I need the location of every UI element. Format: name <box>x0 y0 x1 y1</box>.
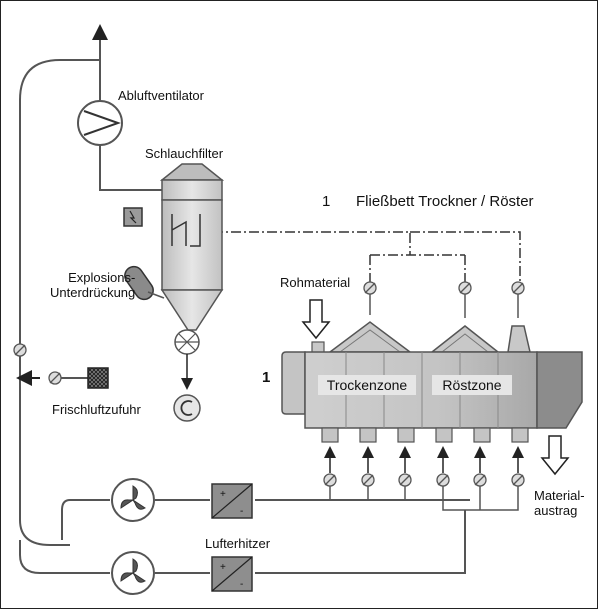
label-dryer-number: 1 <box>262 369 271 386</box>
label-air-heater: Lufterhitzer <box>205 536 271 551</box>
label-bag-filter: Schlauchfilter <box>145 146 224 161</box>
svg-text:-: - <box>240 579 243 590</box>
air-heater-upper-icon: + - <box>211 483 253 519</box>
label-explosion-suppression: Explosions- Unterdrückung <box>50 270 136 300</box>
hood-lines <box>369 294 519 318</box>
svg-text:-: - <box>240 506 243 517</box>
explosion-suppression-icon <box>124 265 165 301</box>
damper-valve <box>398 473 412 487</box>
damper-valve <box>48 371 62 385</box>
air-heater-lower-icon: + - <box>211 556 253 592</box>
filter-control-box <box>123 207 143 227</box>
svg-text:+: + <box>220 489 226 500</box>
collector-icon <box>173 394 201 422</box>
supply-manifold <box>329 486 519 511</box>
discharge-arrow-icon <box>540 435 570 476</box>
label-exhaust-fan: Abluftventilator <box>118 88 204 103</box>
rotary-valve-icon <box>174 329 200 390</box>
blower-upper-icon <box>111 478 155 522</box>
damper-valve <box>511 473 525 487</box>
label-fresh-air-supply: Frischluftzufuhr <box>52 402 141 417</box>
label-material-discharge: Material- austrag <box>534 488 585 518</box>
damper-valve <box>511 281 525 295</box>
dashdot-lines <box>195 231 521 282</box>
diagram-number: 1 <box>322 193 331 210</box>
damper-valve <box>363 281 377 295</box>
damper-valve <box>13 343 27 357</box>
raw-material-arrow-icon <box>301 299 331 340</box>
label-roasting-zone: Röstzone <box>432 375 512 395</box>
damper-valve <box>458 281 472 295</box>
bag-filter-icon <box>159 163 225 331</box>
duct-lines <box>19 24 470 574</box>
damper-valve <box>361 473 375 487</box>
damper-valve <box>436 473 450 487</box>
svg-text:+: + <box>220 562 226 573</box>
fresh-air-filter-icon <box>87 367 109 389</box>
label-raw-material: Rohmaterial <box>280 275 351 290</box>
diagram-title: Fließbett Trockner / Röster <box>356 193 534 210</box>
supply-arrows <box>324 446 524 473</box>
damper-valve <box>323 473 337 487</box>
label-drying-zone: Trockenzone <box>318 375 416 395</box>
exhaust-fan-icon <box>77 100 123 146</box>
damper-valve <box>473 473 487 487</box>
blower-lower-icon <box>111 551 155 595</box>
